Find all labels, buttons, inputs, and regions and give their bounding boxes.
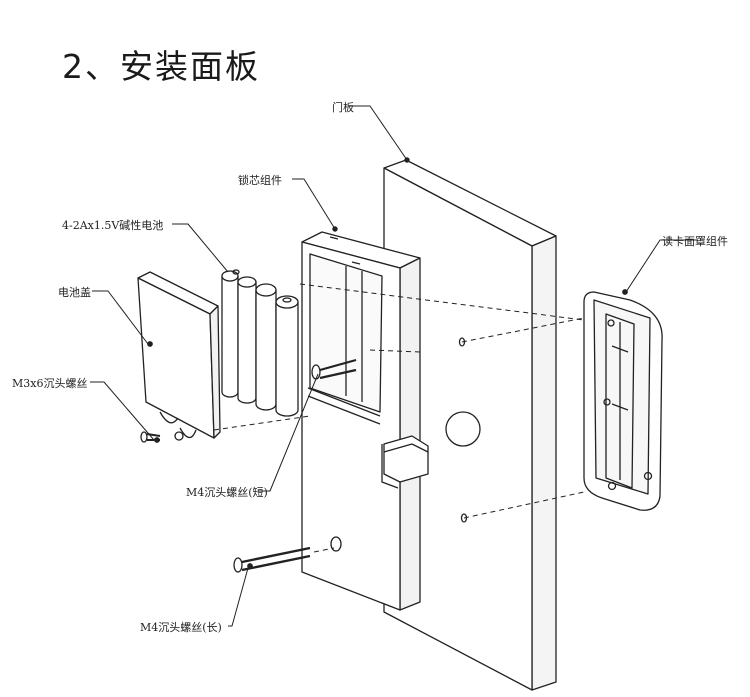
battery-cover [137,271,221,441]
assembly-axes [213,283,585,553]
label-lock-core: 锁芯组件 [238,174,282,187]
screw-m4-long [233,546,311,573]
door-panel [383,159,557,691]
label-reader-cover: 读卡面罩组件 [662,235,728,248]
lock-core-assembly [301,231,429,611]
label-battery-cover: 电池盖 [58,286,91,299]
label-battery: 4-2Ax1.5V碱性电池 [62,219,164,232]
label-screw-m4-short: M4沉头螺丝(短) [186,486,268,499]
page-title: 2、安装面板 [62,47,260,86]
reader-cover-assembly [583,289,663,511]
screw-m3 [140,431,161,443]
batteries [221,269,299,417]
leader-lines [90,105,698,627]
label-screw-m3: M3x6沉头螺丝 [12,377,88,390]
label-screw-m4-long: M4沉头螺丝(长) [140,621,222,634]
label-door-panel: 门板 [332,101,354,114]
